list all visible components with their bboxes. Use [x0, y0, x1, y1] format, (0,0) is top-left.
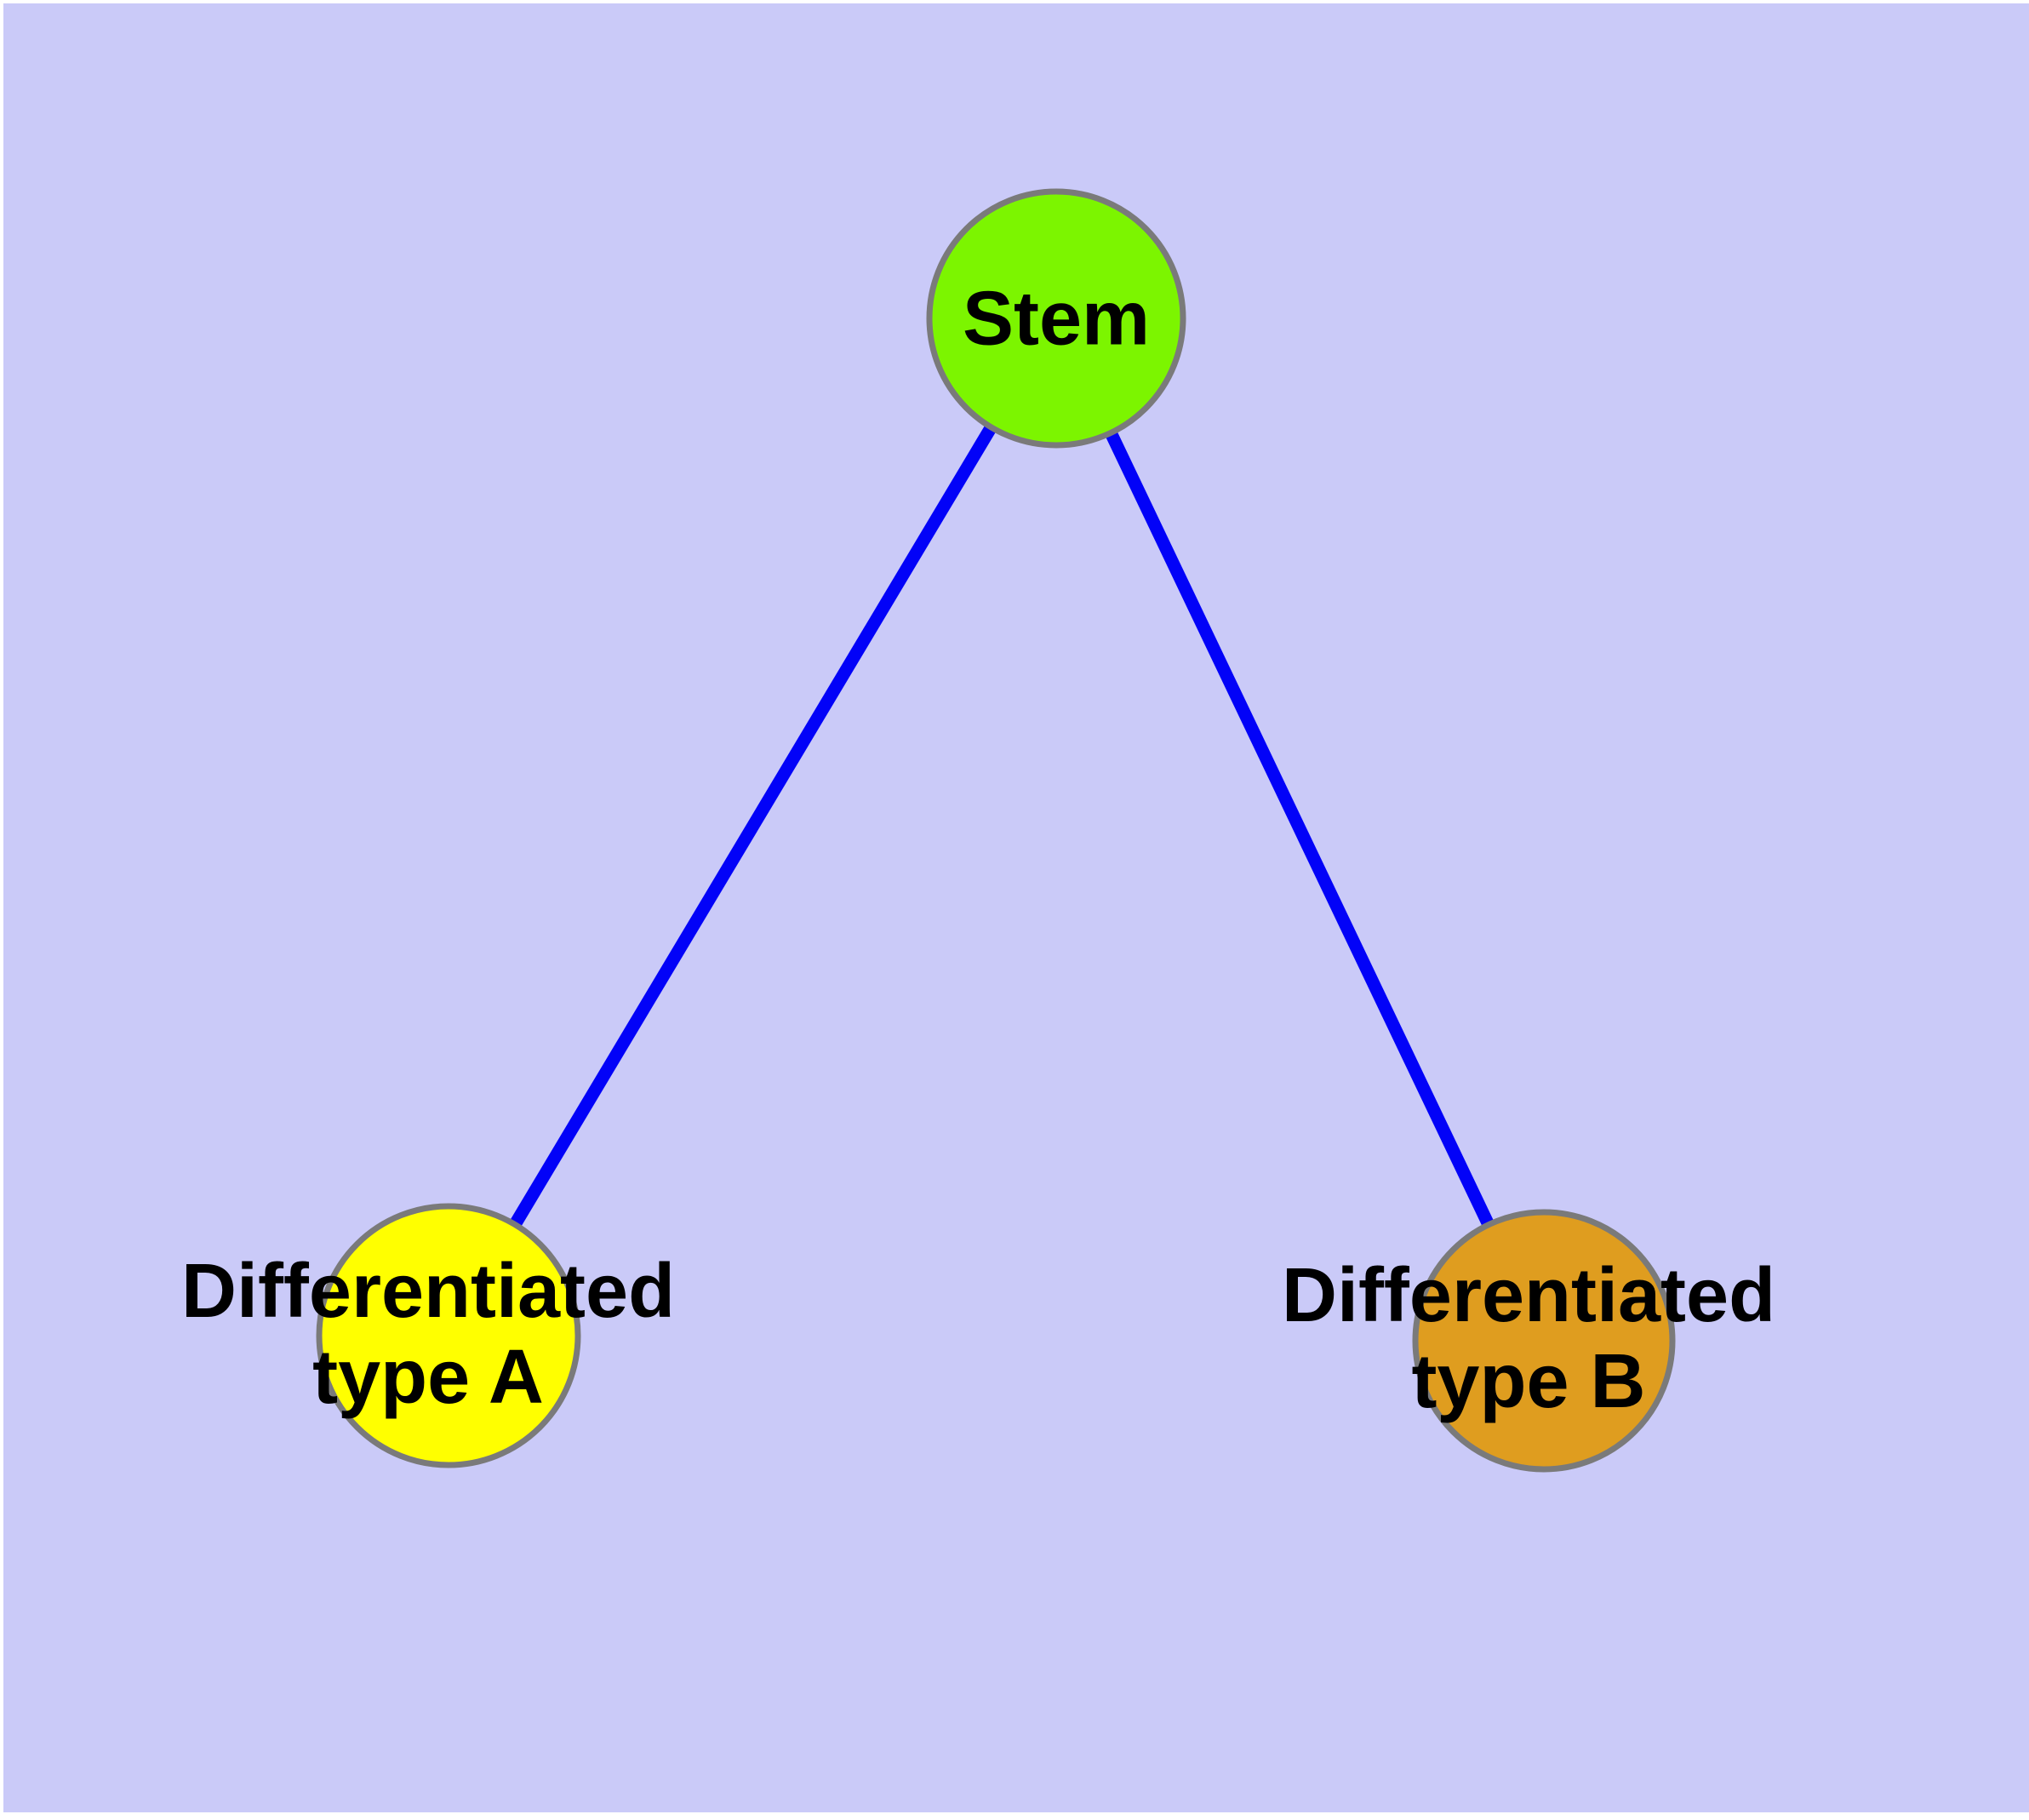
node-label-line: type B	[1411, 1339, 1646, 1424]
node-circle-stem	[926, 188, 1186, 449]
node-circle-differentiated-type-b	[1412, 1209, 1676, 1473]
node-label-stem: Stem	[963, 277, 1150, 363]
node-label-line: Stem	[962, 276, 1151, 362]
node-circle-differentiated-type-a	[316, 1203, 581, 1468]
node-label-line: Differentiated	[180, 1249, 676, 1335]
edge-stem-to-differentiated-type-b	[1050, 315, 1550, 1344]
node-label-line: type A	[312, 1335, 544, 1420]
graph-canvas	[316, 188, 1676, 1473]
node-label-line: Differentiated	[1281, 1253, 1776, 1339]
edge-stem-to-differentiated-type-a	[443, 315, 1062, 1339]
